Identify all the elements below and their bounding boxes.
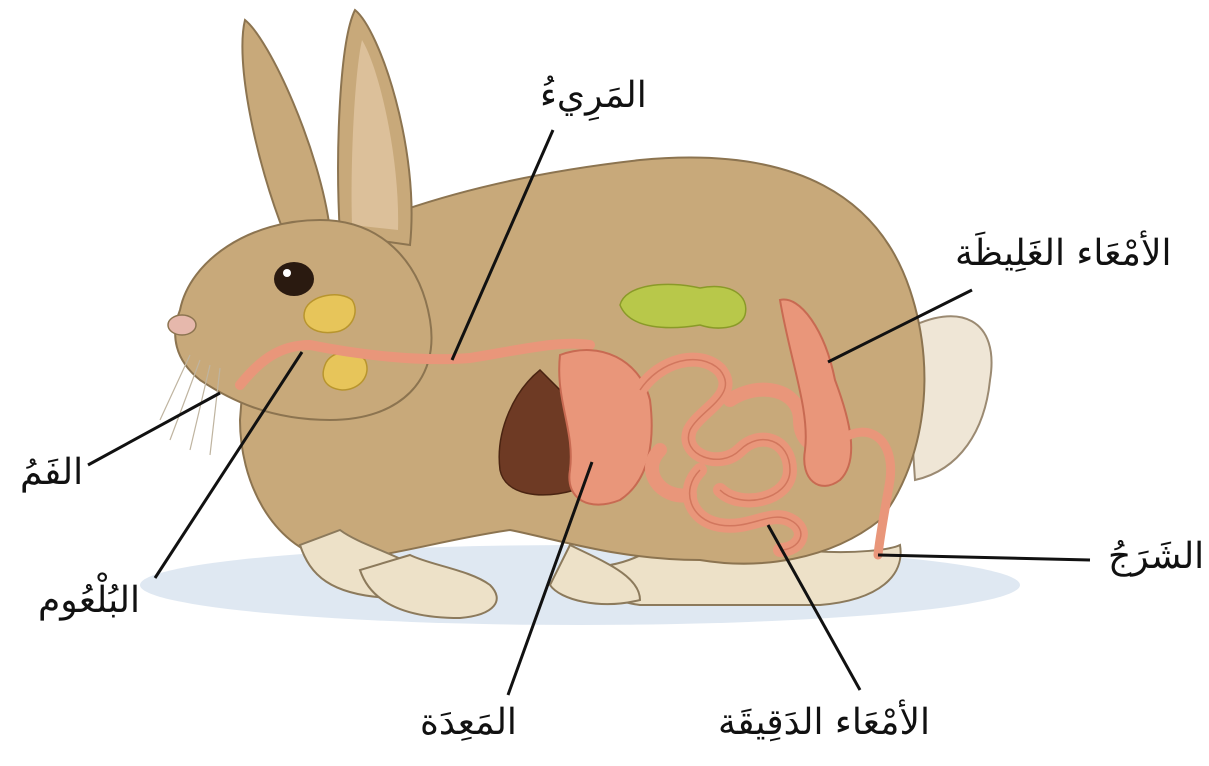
leader-mouth bbox=[88, 393, 220, 465]
label-stomach: المَعِدَة bbox=[420, 705, 517, 741]
eye-highlight bbox=[283, 269, 291, 277]
rabbit-head bbox=[175, 220, 431, 420]
label-anus: الشَرَجُ bbox=[1108, 539, 1204, 575]
label-large-intestine: الأمْعَاء الغَلِيظَة bbox=[955, 236, 1171, 272]
label-esophagus: المَرِيءُ bbox=[540, 78, 647, 114]
label-small-intestine: الأمْعَاء الدَقِيقَة bbox=[718, 705, 930, 741]
rabbit-ear-back bbox=[242, 20, 330, 235]
pancreas bbox=[620, 284, 746, 328]
rabbit-eye bbox=[274, 262, 314, 296]
label-mouth: الفَمُ bbox=[20, 455, 83, 491]
label-pharynx: البُلْعُوم bbox=[38, 583, 140, 619]
rabbit-nose bbox=[168, 315, 196, 335]
stomach-organ bbox=[559, 350, 651, 505]
